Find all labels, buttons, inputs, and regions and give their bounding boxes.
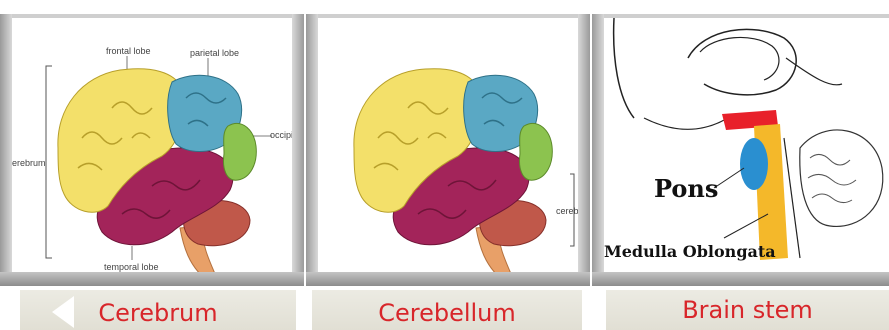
caption-bar: Brain stem — [606, 290, 889, 330]
caption-cerebellum: Cerebellum — [312, 299, 582, 327]
panel-cerebrum: frontal lobe parietal lobe occipital lo … — [0, 0, 304, 327]
caption-brain-stem: Brain stem — [606, 296, 889, 324]
cerebellum-diagram: cerebe — [318, 18, 578, 272]
label-frontal-lobe: frontal lobe — [106, 46, 151, 56]
image-frame: Pons Medulla Oblongata — [592, 14, 889, 286]
image-frame: cerebe — [306, 14, 590, 286]
label-parietal-lobe: parietal lobe — [190, 48, 239, 58]
caption-bar: Cerebellum — [312, 290, 582, 330]
panel-brain-stem: Pons Medulla Oblongata Brain stem — [592, 0, 889, 327]
label-cerebellum: cerebe — [556, 206, 578, 216]
label-temporal-lobe: temporal lobe — [104, 262, 159, 272]
label-occipital-lobe: occipital lo — [270, 130, 292, 140]
back-arrow-icon[interactable] — [52, 296, 74, 328]
panel-cerebellum: cerebe Cerebellum — [306, 0, 590, 327]
label-pons: Pons — [654, 174, 718, 203]
cerebrum-diagram: frontal lobe parietal lobe occipital lo … — [12, 18, 292, 272]
image-frame: frontal lobe parietal lobe occipital lo … — [0, 14, 304, 286]
label-medulla-oblongata: Medulla Oblongata — [604, 242, 776, 261]
label-cerebrum: erebrum — [12, 158, 46, 168]
brain-stem-diagram: Pons Medulla Oblongata — [604, 18, 889, 272]
